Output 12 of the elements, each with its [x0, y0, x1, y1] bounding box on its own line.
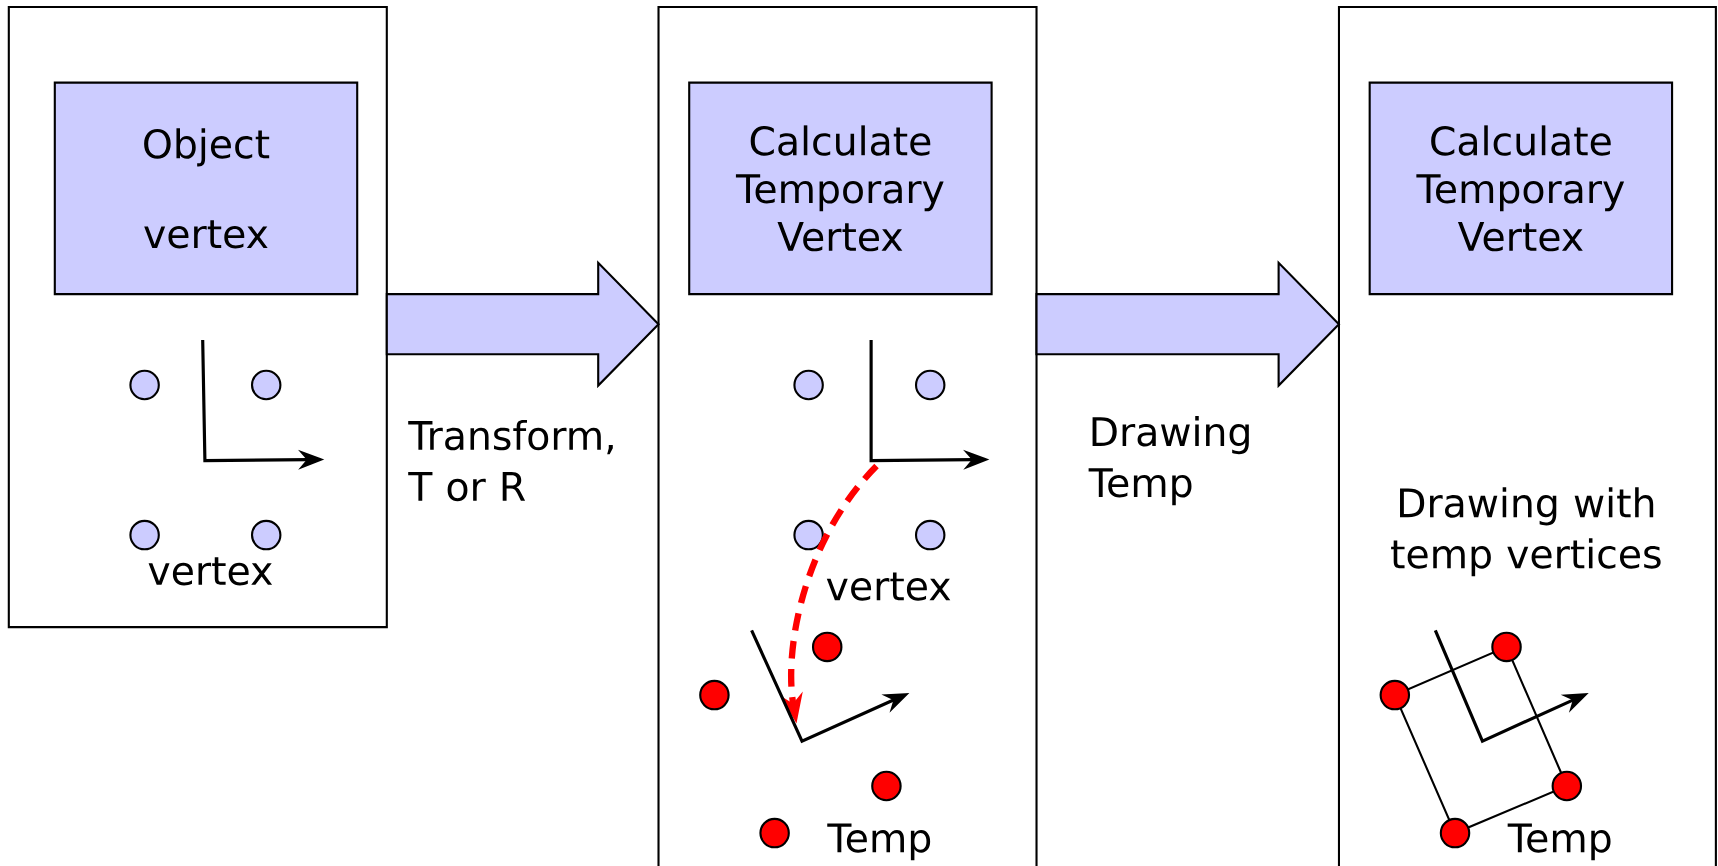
process-box: Object vertex — [53, 81, 359, 296]
block-arrow — [385, 260, 660, 389]
process-box: Calculate Temporary Vertex — [1368, 81, 1674, 296]
text-label: vertex — [826, 572, 951, 601]
edge-label: Drawing Temp — [1088, 416, 1249, 506]
block-arrow — [1035, 260, 1341, 389]
text-label: Temp — [827, 823, 931, 861]
text-label: Temp — [1507, 823, 1611, 861]
text-label: vertex — [148, 557, 273, 586]
text-label: Drawing with temp vertices — [1391, 487, 1661, 577]
edge-label: Transform, T or R — [408, 419, 613, 502]
process-box: Calculate Temporary Vertex — [688, 81, 993, 296]
